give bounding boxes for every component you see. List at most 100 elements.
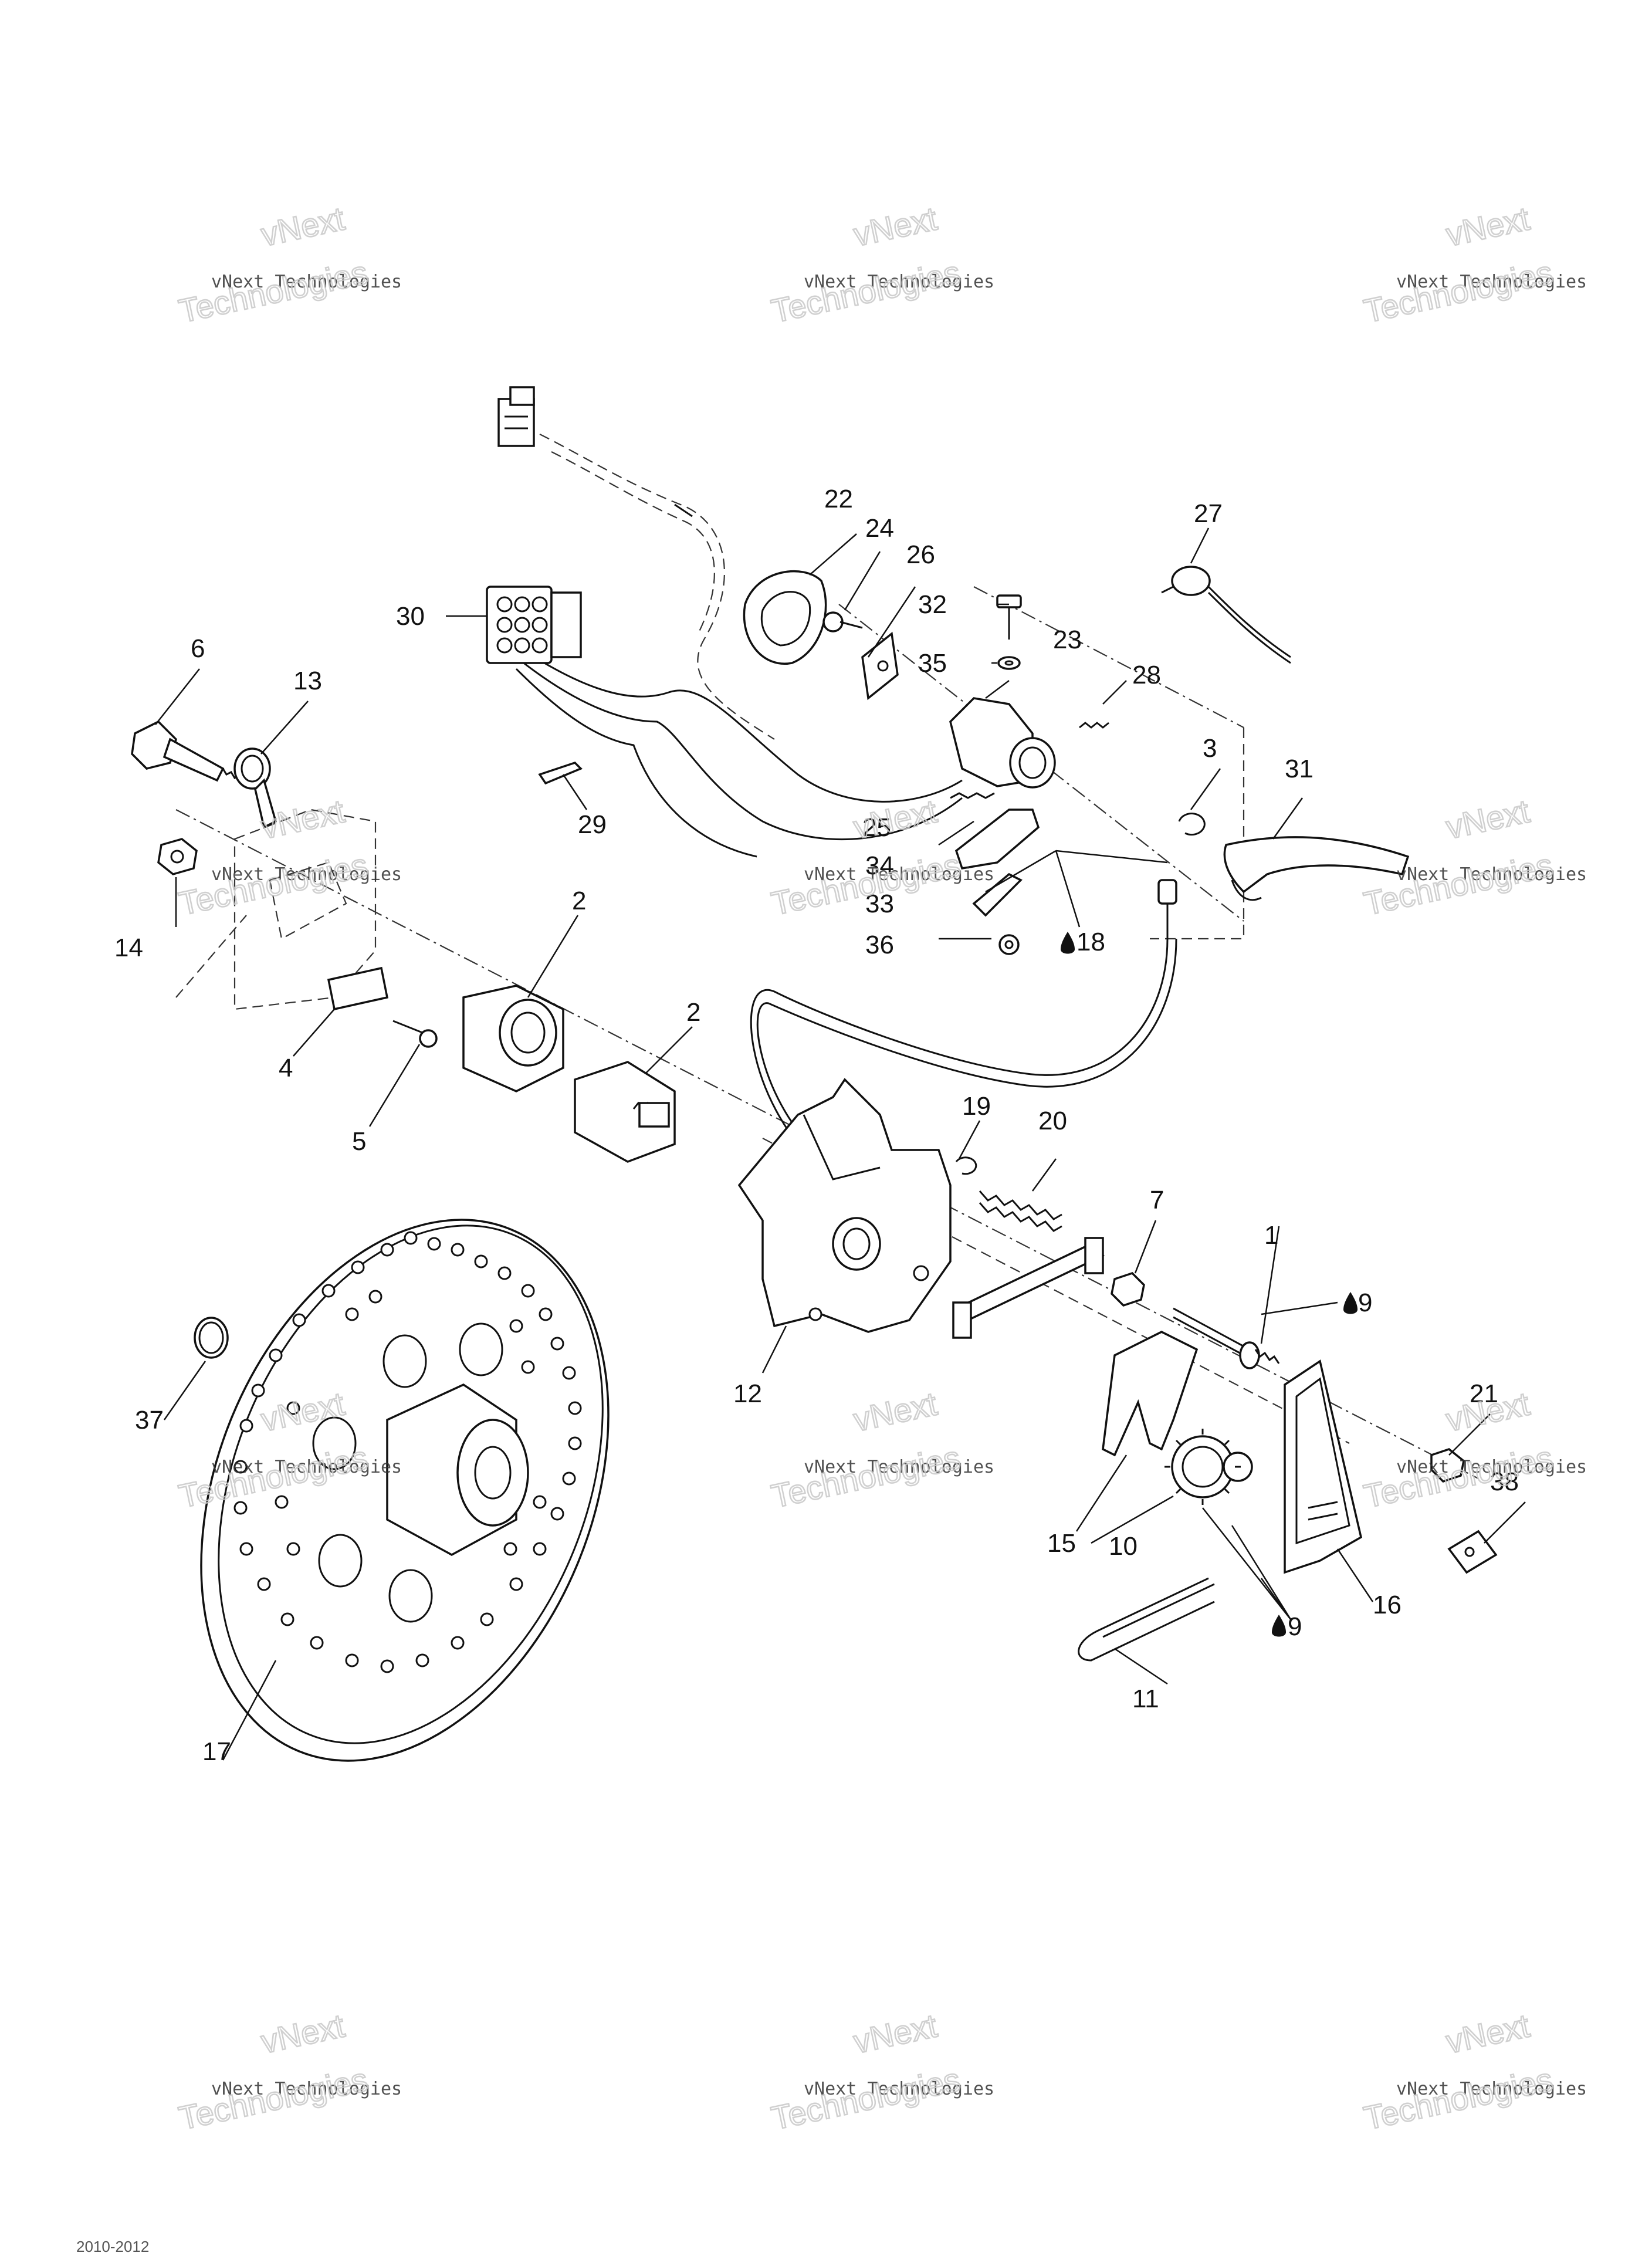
part-35-washer [997,656,1021,670]
part-24-screw [822,611,863,632]
svg-text:Technologies: Technologies [768,1439,963,1515]
svg-text:vNext Technologies: vNext Technologies [804,864,994,885]
watermark: vNext vNext Technologies Technologies [175,791,402,923]
brake-cable [750,879,1177,1169]
callout-12: 12 [733,1379,762,1408]
oil-drop-icon [1343,1292,1358,1314]
callout-3: 3 [1203,734,1217,763]
callout-36: 36 [865,931,894,959]
part-29-clip [538,761,583,785]
watermark: vNext vNext Technologies Technologies [1360,199,1587,330]
callout-17: 17 [202,1737,231,1766]
svg-text:vNext Technologies: vNext Technologies [211,2079,402,2099]
svg-text:vNext: vNext [258,199,348,253]
svg-text:vNext: vNext [1443,2007,1533,2060]
lubrication-icons [1061,932,1358,1637]
part-20-spring [979,1190,1062,1232]
svg-text:vNext: vNext [850,199,940,253]
callout-7: 7 [1150,1186,1164,1215]
callout-29: 29 [578,810,607,839]
svg-text:vNext Technologies: vNext Technologies [1396,864,1587,885]
callout-11: 11 [1132,1684,1159,1713]
svg-text:vNext Technologies: vNext Technologies [1396,1457,1587,1477]
part-30-connector [486,586,582,664]
callout-16: 16 [1373,1591,1402,1619]
part-12-caliper [737,1078,952,1333]
part-17-brake-disc [200,1219,610,1762]
svg-text:Technologies: Technologies [768,253,963,330]
callout-31: 31 [1285,755,1314,783]
part-36-washer [998,934,1020,955]
callout-leaders [155,527,1526,1761]
callout-32: 32 [918,590,947,619]
callout-6: 6 [191,634,205,663]
part-2-pad-right [574,1061,676,1163]
callout-27: 27 [1194,499,1223,528]
mounting-bracket-outline [175,808,377,1010]
part-23-switch-housing [949,697,1056,789]
callout-30: 30 [396,602,425,631]
watermark: vNext vNext Technologies Technologies [1360,2006,1587,2137]
watermark: vNext vNext Technologies Technologies [175,2006,402,2137]
callout-28: 28 [1132,661,1161,689]
svg-text:vNext: vNext [258,792,348,845]
part-31-brake-lever [1223,836,1410,901]
callout-20: 20 [1038,1107,1067,1135]
callout-14: 14 [114,933,143,962]
svg-text:Technologies: Technologies [1360,253,1556,330]
svg-text:vNext: vNext [1443,199,1533,253]
part-11-cotter-pin [1078,1577,1215,1662]
callout-18: 18 [1076,928,1105,956]
svg-text:vNext: vNext [1443,1385,1533,1438]
part-6-bolt [131,720,244,782]
callout-5: 5 [352,1127,366,1156]
part-10-sprocket [1164,1429,1253,1505]
callout-19: 19 [962,1092,991,1121]
callout-1: 1 [1264,1221,1278,1250]
svg-text:vNext Technologies: vNext Technologies [1396,2079,1587,2099]
part-2-pad-left [462,985,564,1092]
svg-text:vNext Technologies: vNext Technologies [804,2079,994,2099]
svg-text:vNext Technologies: vNext Technologies [1396,272,1587,292]
part-3-ring [1178,813,1206,836]
part-22-grommet [743,570,827,665]
part-38-clip [1447,1530,1498,1574]
svg-text:Technologies: Technologies [175,253,371,330]
watermark: vNext vNext Technologies Technologies [767,1384,994,1515]
part-32-screw [996,594,1022,640]
svg-text:vNext: vNext [1443,792,1533,845]
svg-text:vNext: vNext [850,2007,940,2060]
callout-22: 22 [824,485,853,513]
part-21-nut [1430,1448,1465,1483]
callout-38: 38 [1490,1467,1519,1496]
svg-text:vNext: vNext [258,2007,348,2060]
callout-2-right: 2 [686,998,700,1027]
diagram-code: 2010-2012 [76,2238,149,2253]
part-28-spring [1079,722,1109,729]
svg-text:vNext Technologies: vNext Technologies [804,272,994,292]
svg-text:vNext Technologies: vNext Technologies [211,864,402,885]
part-4-clip [327,966,389,1011]
svg-text:vNext Technologies: vNext Technologies [211,1457,402,1477]
callout-25: 25 [862,813,891,842]
wiring-harness [515,434,963,858]
watermark: vNext vNext Technologies Technologies [767,2006,994,2137]
part-25-clip [950,792,995,799]
callout-35: 35 [918,649,947,678]
oil-drop-icon [1272,1615,1286,1637]
part-13-clamp [233,747,277,829]
part-16-housing [1284,1359,1363,1574]
svg-text:Technologies: Technologies [1360,2061,1556,2137]
callout-23: 23 [1053,625,1082,654]
watermark: vNext vNext Technologies Technologies [767,199,994,330]
part-9-bolt [1173,1307,1280,1369]
part-7-nut [1111,1271,1145,1307]
callout-33: 33 [865,889,894,918]
callout-9-upper: 9 [1358,1288,1372,1317]
part-8-bracket [952,1237,1105,1339]
part-27-switch [1161,566,1291,664]
callout-10: 10 [1109,1532,1138,1561]
callout-9-lower: 9 [1288,1612,1302,1641]
part-19-snap-ring [955,1156,977,1175]
